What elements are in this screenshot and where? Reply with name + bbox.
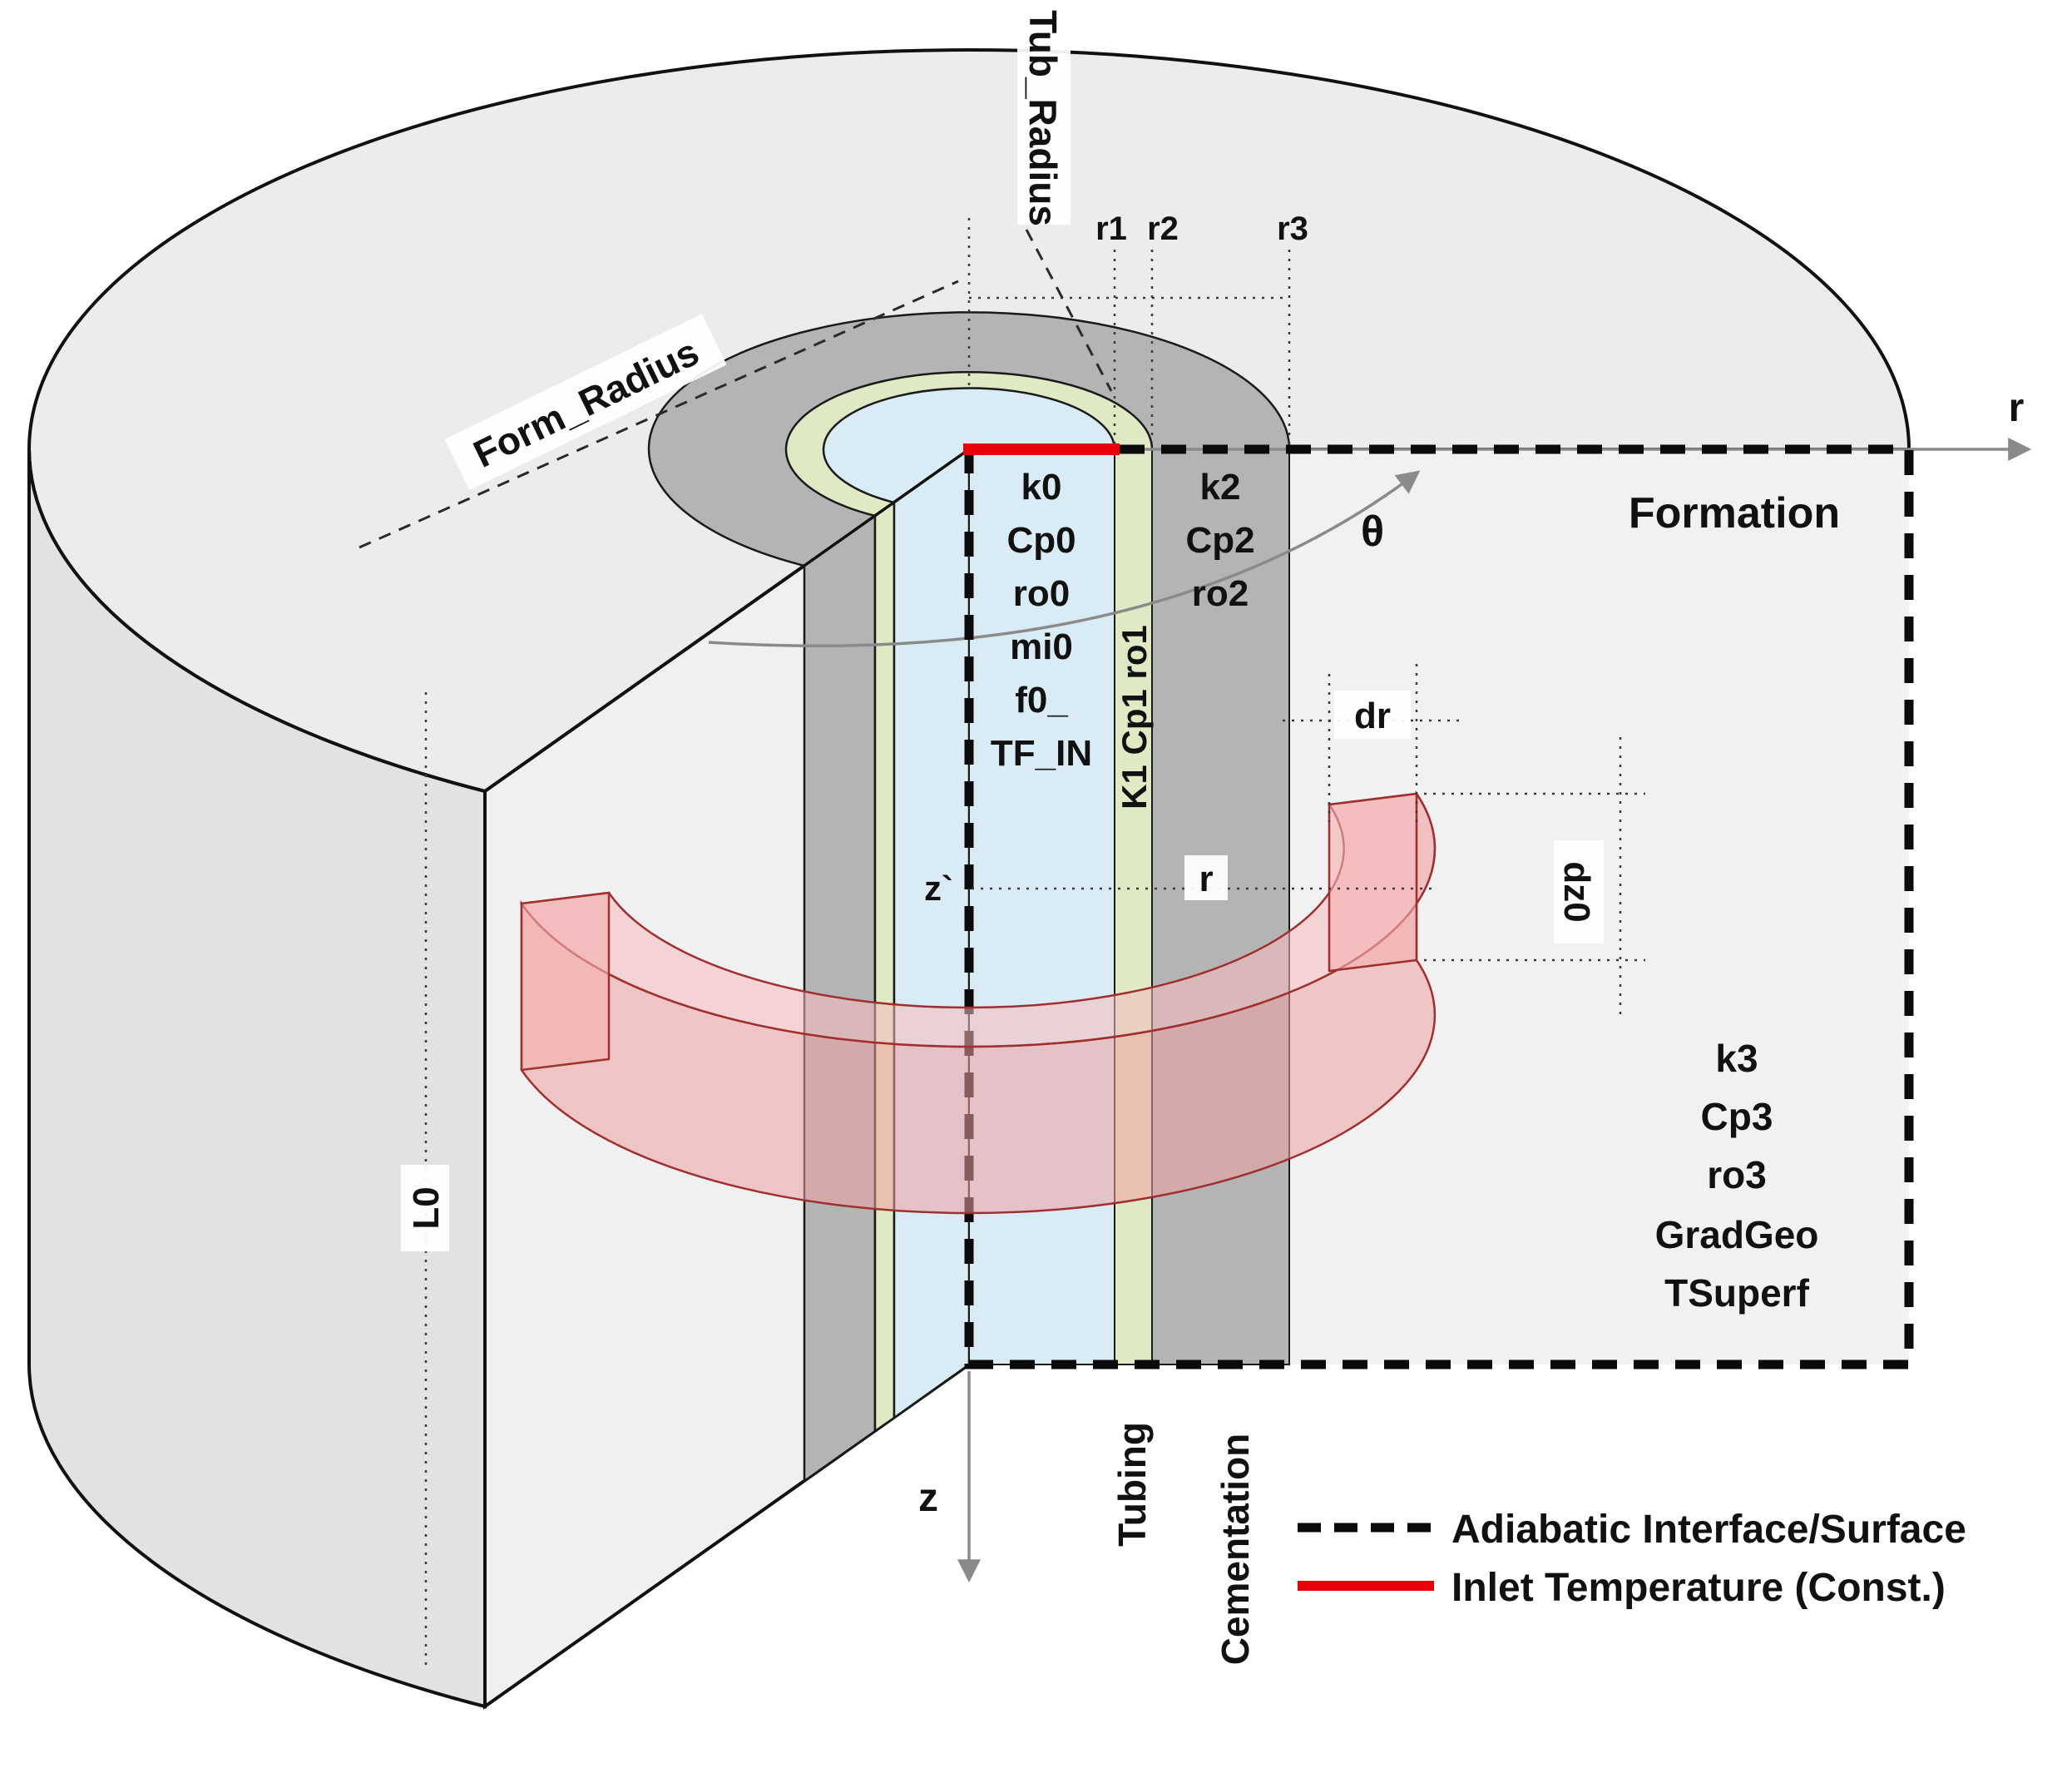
theta-label: θ: [1361, 508, 1384, 556]
local-r-label: r: [1184, 855, 1228, 900]
cement-properties: k2 Cp2 ro2: [1185, 467, 1254, 614]
cement-prop-cp2: Cp2: [1185, 520, 1254, 561]
fluid-prop-f0: f0_: [1015, 680, 1068, 721]
theta-angle: θ: [708, 470, 1421, 647]
form-radius-label-bg: [444, 314, 727, 491]
theta-zero-cut-plane: [968, 448, 1909, 1365]
slice-left-cap: [520, 891, 611, 1072]
dz0-label: dz0: [1554, 840, 1604, 943]
slice-right-cap: [1328, 792, 1418, 973]
l0-dimension: L0: [401, 692, 449, 1671]
left-cut-well-layers: [803, 447, 971, 1483]
left-cut-top-edge: [483, 448, 971, 793]
l0-label-text: L0: [406, 1186, 447, 1229]
fluid-prop-k0: k0: [1021, 467, 1062, 508]
formation-prop-cp3: Cp3: [1701, 1095, 1773, 1138]
l0-label: L0: [401, 1165, 449, 1251]
tub-radius-label: Tub_Radius: [1017, 10, 1071, 226]
tubing-props-text: K1 Cp1 ro1: [1115, 625, 1154, 810]
fluid-prop-mi0: mi0: [1010, 626, 1073, 667]
formation-prop-k3: k3: [1715, 1037, 1758, 1080]
tubing-name-text: Tubing: [1110, 1422, 1154, 1547]
dz0-label-text: dz0: [1556, 861, 1597, 922]
radius-dimension-guides: r1 r2 r3: [359, 210, 1308, 549]
r3-label: r3: [1277, 210, 1308, 247]
dz0-annular-slice: [519, 790, 1437, 1215]
cementation-name-label: Cementation: [1214, 1434, 1257, 1666]
fluid-prop-cp0: Cp0: [1006, 520, 1076, 561]
theta-arc: [708, 470, 1421, 647]
formation-properties: k3 Cp3 ro3 GradGeo TSuperf: [1655, 1037, 1819, 1315]
z-axis: z: [918, 1371, 981, 1583]
fluid-prop-tfin: TF_IN: [991, 733, 1092, 774]
r1-label: r1: [1095, 210, 1127, 247]
fluid-prop-ro0: ro0: [1013, 573, 1070, 614]
formation-prop-gradgeo: GradGeo: [1655, 1213, 1819, 1256]
dr-label-text: dr: [1354, 696, 1391, 736]
formation-prop-tsuperf: TSuperf: [1664, 1271, 1809, 1315]
tubing-cross-section: [1114, 448, 1153, 1365]
formation-region-title: Formation: [1629, 489, 1840, 537]
cementation-name-text: Cementation: [1214, 1434, 1257, 1666]
fluid-layer-left: [893, 447, 971, 1420]
tub-radius-leader: [1025, 229, 1113, 392]
local-r-label-text: r: [1199, 859, 1213, 899]
z-axis-label: z: [918, 1476, 938, 1520]
form-radius-leader: [359, 280, 959, 549]
fluid-properties: k0 Cp0 ro0 mi0 f0_ TF_IN: [991, 467, 1092, 774]
local-z-label: z`: [924, 869, 953, 908]
r2-label: r2: [1147, 210, 1179, 247]
slice-dimension-guides: z` r dr dz0: [924, 664, 1645, 1017]
r-axis-label: r: [2009, 386, 2025, 430]
formation-prop-ro3: ro3: [1707, 1153, 1767, 1196]
cement-prop-ro2: ro2: [1192, 573, 1249, 614]
dr-label-bg: [1334, 691, 1411, 739]
legend-adiabatic-label: Adiabatic Interface/Surface: [1451, 1508, 1966, 1552]
dr-label: dr: [1334, 691, 1411, 739]
local-r-label-bg: [1184, 855, 1228, 900]
tubing-layer-left: [873, 500, 896, 1434]
legend: Adiabatic Interface/Surface Inlet Temper…: [1298, 1508, 1966, 1610]
fluid-cross-section: [968, 448, 1115, 1365]
l0-label-bg: [401, 1165, 449, 1251]
tubing-name-label: Tubing: [1110, 1422, 1154, 1547]
legend-inlet-label: Inlet Temperature (Const.): [1451, 1566, 1946, 1610]
tubing-properties: K1 Cp1 ro1: [1115, 625, 1154, 810]
tub-radius-label-text: Tub_Radius: [1021, 10, 1065, 226]
dz0-label-bg: [1554, 840, 1604, 943]
cement-prop-k2: k2: [1200, 467, 1241, 508]
tub-radius-label-bg: [1017, 12, 1071, 225]
